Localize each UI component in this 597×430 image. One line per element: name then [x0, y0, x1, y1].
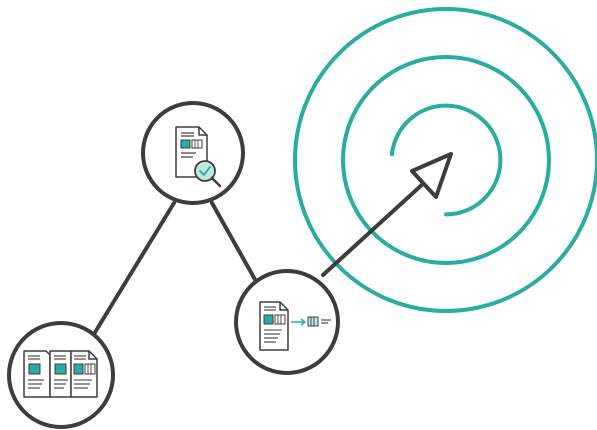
target-rings-icon [293, 7, 597, 313]
arrow-to-target [321, 152, 453, 277]
connector-review-to-extract [210, 201, 259, 285]
node-document-review [141, 101, 245, 205]
document-extract-arrow-icon [259, 301, 331, 351]
target-ring-inner-arc [389, 103, 503, 217]
node-data-extraction [234, 269, 340, 375]
connector-review-to-binder [92, 201, 176, 336]
target-ring-outer [293, 7, 597, 313]
open-binder-documents-icon [23, 350, 98, 398]
arrow-head [410, 152, 453, 199]
arrow-shaft [321, 180, 427, 277]
target-ring-middle [341, 55, 551, 265]
document-magnifier-check-icon [175, 126, 222, 188]
node-split-documents [7, 321, 115, 429]
connectors [92, 201, 259, 336]
